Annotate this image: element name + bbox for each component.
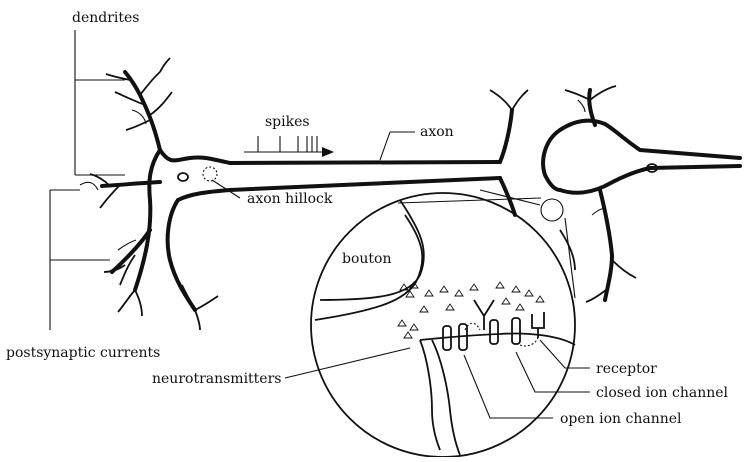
spike-arrow-head — [322, 147, 334, 157]
leader-lines — [49, 30, 590, 419]
presynaptic-neuron — [79, 57, 502, 331]
spike-train — [244, 136, 334, 157]
nucleus-left — [177, 172, 189, 182]
ion-channel-3 — [489, 319, 499, 345]
label-dendrites: dendrites — [72, 10, 140, 26]
label-axon: axon — [420, 124, 454, 140]
label-neurotransmitters: neurotransmitters — [152, 371, 281, 387]
label-postsynaptic-currents: postsynaptic currents — [6, 345, 160, 361]
bouton-outline — [319, 199, 425, 301]
ion-channel-2 — [458, 323, 468, 351]
nucleus-right — [646, 163, 658, 173]
neurotransmitter-cluster — [397, 281, 545, 339]
label-bouton: bouton — [342, 251, 391, 267]
label-receptor: receptor — [596, 361, 657, 377]
label-spikes: spikes — [265, 114, 310, 130]
label-open-ion-channel: open ion channel — [560, 411, 682, 427]
synapse-marker — [540, 198, 564, 222]
ion-channel-1 — [442, 325, 452, 351]
ion-channel-4 — [511, 317, 521, 345]
axon-hillock-marker — [202, 166, 218, 182]
label-axon-hillock: axon hillock — [247, 191, 333, 207]
postsynaptic-neuron — [479, 85, 742, 303]
synapse-zoom — [310, 192, 576, 458]
receptor-shape-a — [473, 299, 495, 330]
label-closed-ion-channel: closed ion channel — [596, 385, 729, 401]
receptor-shape-b — [531, 312, 545, 338]
